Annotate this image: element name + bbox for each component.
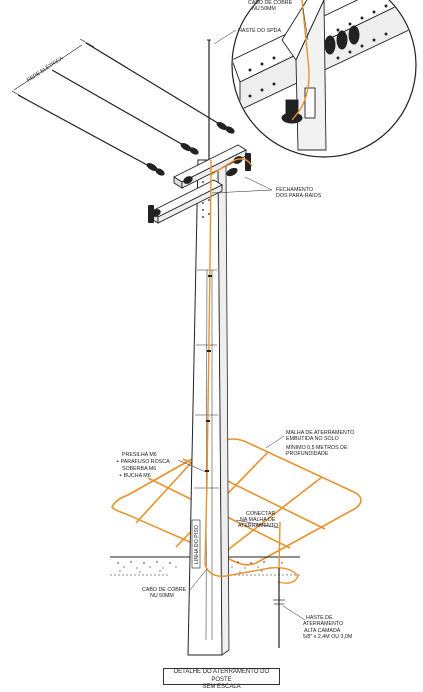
fechamento-label: FECHAMENTO — [276, 187, 313, 193]
cabo-cobre-bot-label-2: NU 50MM — [150, 593, 174, 599]
malha-label-4: PROFUNDIDADE — [286, 451, 329, 457]
overhead-cables — [11, 38, 227, 173]
presilha-label-3: SOBERBA M6 — [122, 466, 156, 472]
conectar-label-2: NA MALHA DE — [240, 517, 276, 523]
fechamento-label-2: DOS PARA-RAIOS — [276, 193, 322, 199]
crossarm — [149, 144, 247, 224]
conectar-label-3: ATERRAMENTO — [238, 523, 278, 529]
caption-title: DETALHE DO ATERRAMENTO DO POSTE — [173, 669, 270, 683]
cabo-cobre-top-label-2: NU 50MM — [252, 6, 276, 12]
leader-lines — [177, 7, 309, 621]
haste-aterr-label-1: HASTE DE — [306, 615, 333, 621]
presilha-label-2: + PARAFUSO ROSCA — [116, 459, 170, 465]
rede-eletrica-label: REDE ELÉTRICA — [25, 55, 65, 84]
haste-aterr-label-4: 5/8" x 2,4M OU 3,0M — [303, 634, 352, 640]
floor-line-marker — [191, 519, 201, 569]
presilha-label-4: + BUCHA M6 — [119, 473, 151, 479]
pole — [187, 159, 230, 656]
cabo-cobre-top-label: CABO DE COBRE — [248, 0, 293, 6]
grounding-rod — [273, 568, 285, 648]
malha-label-1: MALHA DE ATERRAMENTO — [286, 430, 354, 436]
detail-magnifier — [231, 0, 417, 158]
conductor-clamps — [205, 275, 212, 472]
spda-rod — [207, 39, 211, 162]
haste-aterr-label-2: ATERRAMENTO — [303, 621, 343, 627]
haste-aterr-label-3: ALTA CAMADA — [304, 628, 341, 634]
drawing-caption: DETALHE DO ATERRAMENTO DO POSTE SEM ESCA… — [163, 668, 280, 690]
cabo-cobre-bot-label: CABO DE COBRE — [142, 587, 187, 593]
caption-scale: SEM ESCALA — [202, 684, 241, 690]
conectar-label-1: CONECTAR — [246, 511, 276, 517]
malha-label-2: EMBUTIDA NO SOLO — [286, 436, 339, 442]
linha-piso-label: LINHA DO PISO — [194, 525, 200, 564]
haste-spda-label: HASTE DO SPDA — [238, 28, 281, 34]
crossarm-bracket — [148, 153, 251, 223]
presilha-label-1: PRESILHA M6 — [122, 452, 157, 458]
down-conductor — [204, 158, 299, 584]
insulators — [146, 122, 235, 176]
malha-label-3: MÍNIMO 0,5 METROS DE — [286, 444, 348, 451]
